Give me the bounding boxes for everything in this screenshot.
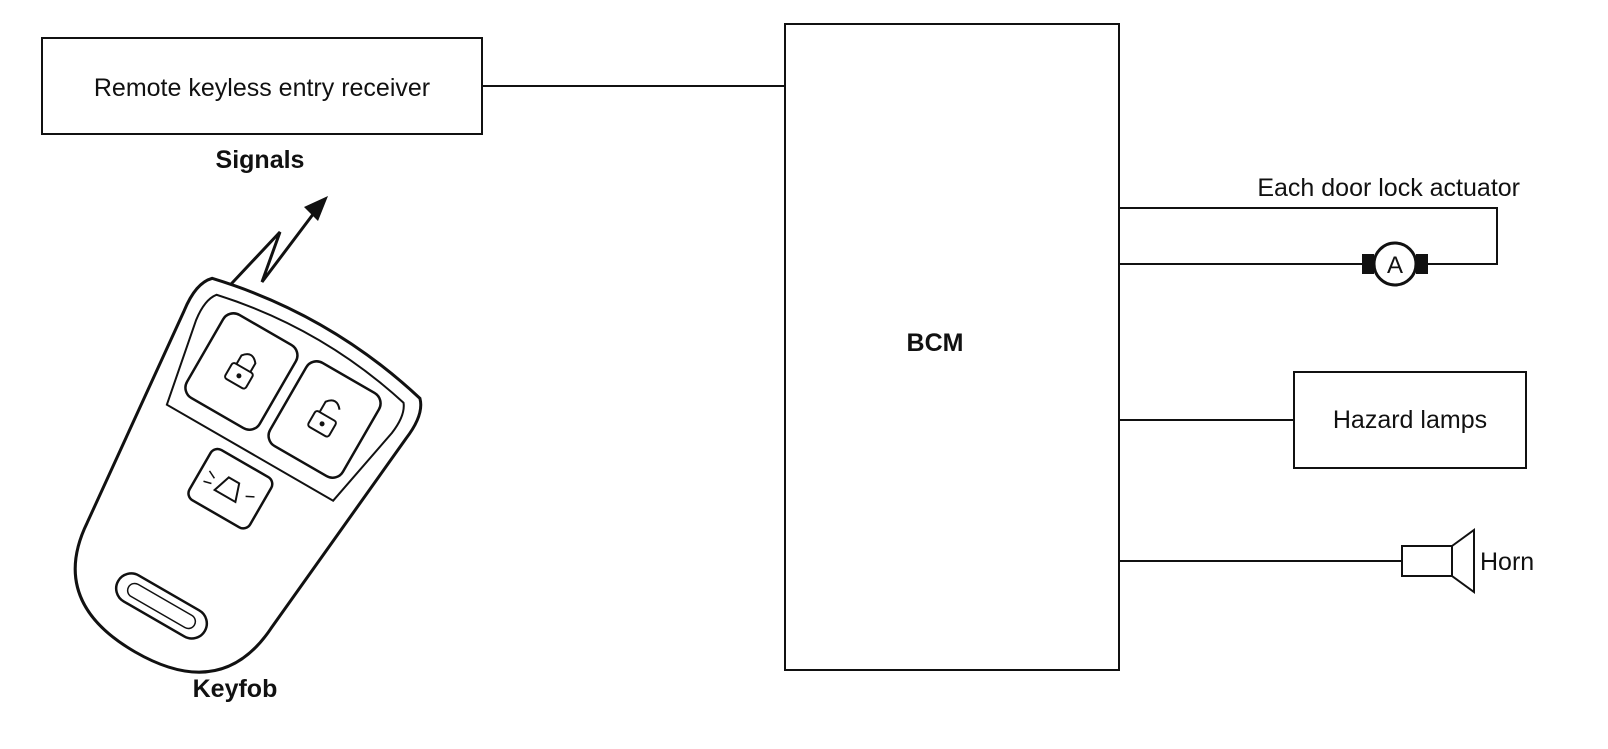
door-lock-circuit: Each door lock actuator A — [1119, 174, 1520, 287]
hazard-box — [1293, 371, 1527, 469]
actuator-symbol: A — [1387, 252, 1403, 279]
keyfob-ring-slot — [114, 572, 209, 640]
signals-label: Signals — [216, 146, 305, 174]
motor-actuator-icon: A — [1362, 241, 1428, 287]
bcm-label: BCM — [907, 329, 964, 357]
hazard-block: Hazard lamps — [1119, 371, 1527, 469]
receiver-box — [41, 37, 483, 135]
receiver-block: Remote keyless entry receiver — [41, 37, 483, 135]
receiver-label: Remote keyless entry receiver — [94, 74, 430, 102]
hazard-label: Hazard lamps — [1333, 406, 1487, 434]
keyfob-label: Keyfob — [193, 675, 278, 703]
unlock-icon — [307, 399, 341, 438]
horn-block: Horn — [1119, 528, 1534, 594]
keyfob-bevel — [165, 293, 405, 502]
keyfob-ring-slot-inner — [126, 582, 197, 630]
door-lock-label: Each door lock actuator — [1257, 174, 1520, 202]
bcm-box — [784, 23, 1120, 671]
panic-horn-icon — [203, 470, 255, 504]
horn-icon — [1401, 528, 1475, 594]
horn-label: Horn — [1480, 548, 1534, 576]
lock-icon — [224, 353, 257, 390]
lightning-arrow-icon — [216, 196, 328, 300]
door-lock-wire-top — [1119, 207, 1498, 265]
keyfob — [73, 276, 423, 674]
bcm-block: BCM — [784, 23, 1120, 671]
